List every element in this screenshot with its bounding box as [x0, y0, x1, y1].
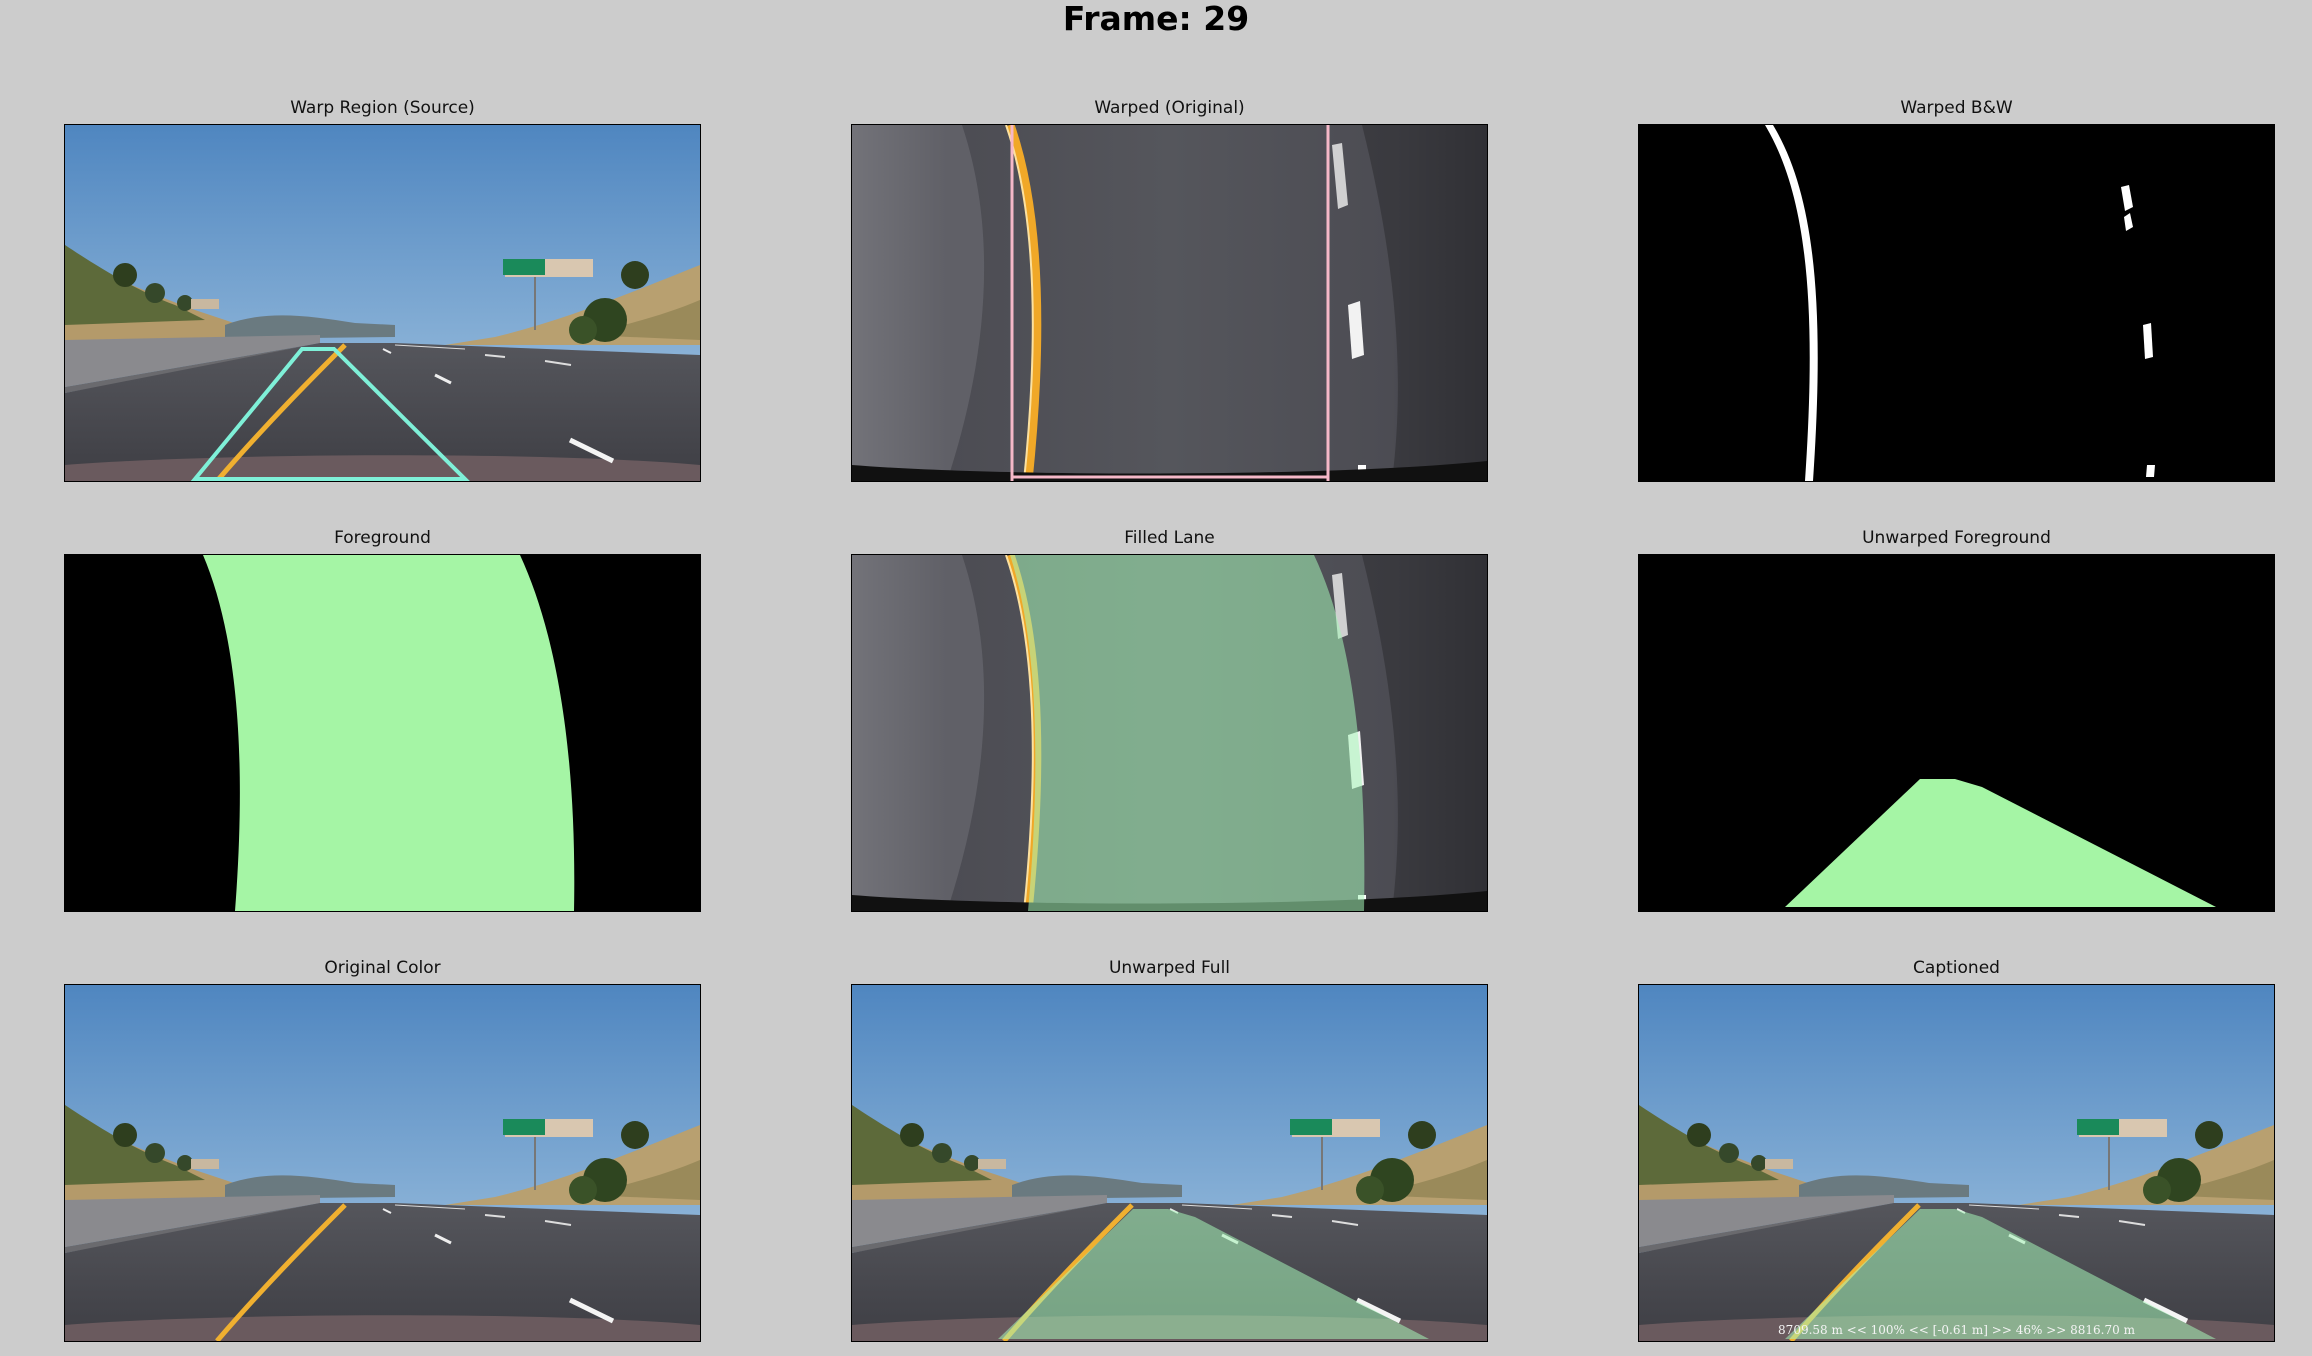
warp-region-outline — [190, 347, 470, 481]
panel-title: Filled Lane — [1124, 528, 1215, 548]
unwarped-mask — [1639, 555, 2274, 911]
road-image — [64, 124, 701, 482]
filled-image — [851, 554, 1488, 912]
road-image — [64, 984, 701, 1342]
binary-scene — [1639, 125, 2274, 481]
left-lane-pixels — [1765, 125, 1818, 481]
lane-fill-overlay — [1010, 555, 1365, 911]
panel-warp-region-source: Warp Region (Source) — [64, 95, 701, 482]
figure-title: Frame: 29 — [1062, 0, 1250, 38]
panel-title: Foreground — [334, 528, 431, 548]
panel-foreground: Foreground — [64, 525, 701, 912]
road-scene — [65, 985, 700, 1341]
road-overlay-scene — [852, 985, 1487, 1341]
panel-title: Captioned — [1913, 958, 2000, 978]
panel-unwarped-full: Unwarped Full — [851, 955, 1488, 1342]
panel-title: Unwarped Full — [1108, 958, 1231, 978]
panel-warped-bw: Warped B&W — [1638, 95, 2275, 482]
panel-original-color: Original Color — [64, 955, 701, 1342]
panel-title: Warped (Original) — [1094, 98, 1245, 118]
panel-unwarped-foreground: Unwarped Foreground — [1638, 525, 2275, 912]
binary-image — [1638, 124, 2275, 482]
panel-title: Warp Region (Source) — [290, 98, 475, 118]
warped-image — [851, 124, 1488, 482]
lane-overlay — [998, 1209, 1429, 1339]
overlay-image — [851, 984, 1488, 1342]
lane-mask — [65, 555, 700, 911]
lane-overlay — [1785, 1209, 2216, 1339]
panel-warped-original: Warped (Original) — [851, 95, 1488, 482]
panel-title: Unwarped Foreground — [1862, 528, 2051, 548]
unwarped-lane-area — [1785, 779, 2216, 907]
unwarped-mask-image — [1638, 554, 2275, 912]
road-scene — [65, 125, 700, 481]
panel-title: Original Color — [324, 958, 441, 978]
panel-captioned: Captioned 8709.58 m << 100% << [-0.61 m]… — [1638, 955, 2275, 1342]
mask-image — [64, 554, 701, 912]
warped-scene — [852, 125, 1487, 481]
captioned-image: 8709.58 m << 100% << [-0.61 m] >> 46% >>… — [1638, 984, 2275, 1342]
filled-scene — [852, 555, 1487, 911]
panel-filled-lane: Filled Lane — [851, 525, 1488, 912]
panel-title: Warped B&W — [1900, 98, 2013, 118]
caption-text: 8709.58 m << 100% << [-0.61 m] >> 46% >>… — [1778, 1323, 2135, 1337]
right-lane-dash — [2121, 185, 2133, 211]
road-overlay-scene — [1639, 985, 2274, 1341]
lane-area — [203, 555, 575, 911]
